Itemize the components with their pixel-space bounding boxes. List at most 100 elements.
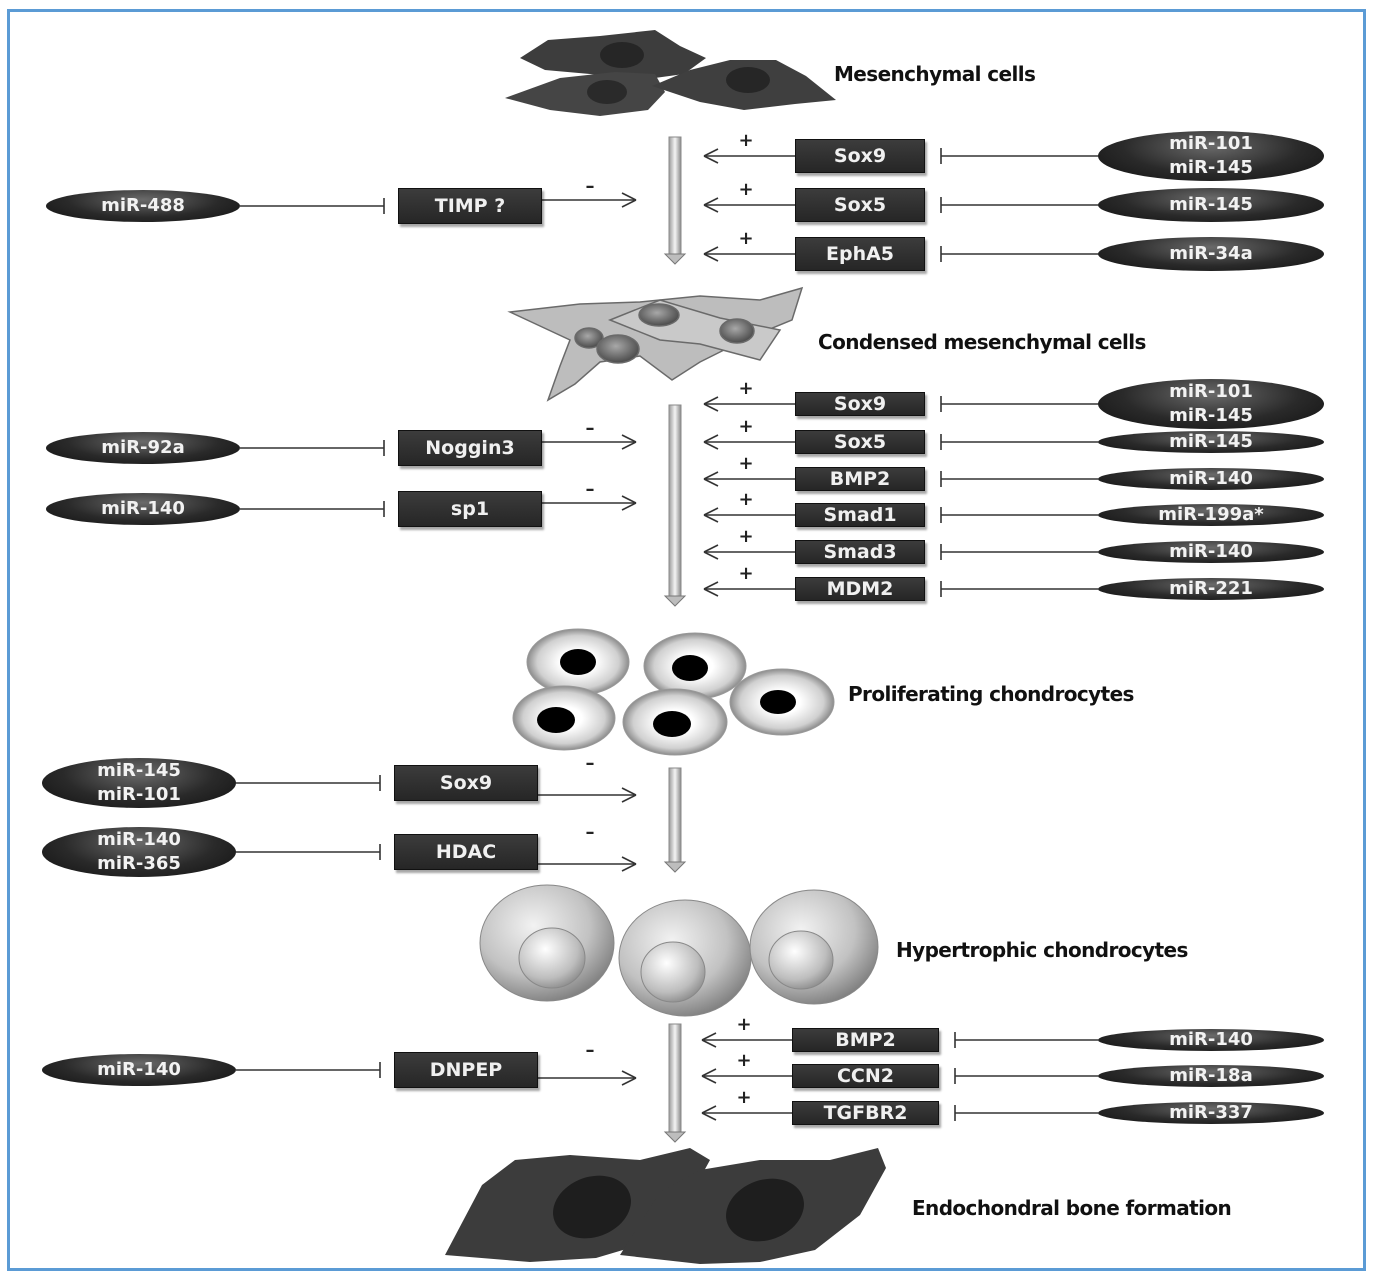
mirna-oval: miR-140	[1098, 468, 1324, 490]
repression-arrow-head	[621, 787, 637, 796]
repression-arrow-head	[621, 1070, 637, 1079]
mirna-oval: miR-199a*	[1098, 504, 1324, 526]
main-arrow-4-head	[663, 1131, 687, 1143]
mirna-oval: miR-92a	[46, 432, 240, 464]
gene-box: Noggin3	[398, 430, 542, 466]
gene-box: Sox5	[795, 430, 925, 454]
gene-box: TIMP ?	[398, 188, 542, 224]
mirna-oval: miR-221	[1098, 578, 1324, 600]
activation-arrow-head	[701, 1039, 717, 1048]
gene-box: Sox9	[795, 392, 925, 416]
stage-label-condensed: Condensed mesenchymal cells	[818, 330, 1146, 354]
mirna-label: miR-140	[1169, 1029, 1253, 1050]
mirna-label: miR-140	[1169, 468, 1253, 489]
mirna-label: miR-145	[97, 760, 181, 781]
plus-sign: +	[736, 1087, 752, 1108]
activation-arrow-head	[703, 581, 719, 590]
activation-arrow-head	[703, 403, 719, 412]
gene-box: Smad3	[795, 540, 925, 564]
proliferating-cells-illustration	[512, 628, 835, 756]
minus-sign: –	[585, 1040, 595, 1061]
activation-arrow-head	[701, 1105, 717, 1114]
activation-arrow-head	[703, 551, 719, 560]
repression-arrow-head	[621, 863, 637, 872]
stage-label-proliferating: Proliferating chondrocytes	[848, 682, 1134, 706]
activation-arrow-head	[701, 1112, 717, 1121]
main-arrow-1	[668, 136, 682, 257]
activation-arrow-head	[703, 197, 719, 206]
plus-sign: +	[736, 1014, 752, 1035]
plus-sign: +	[738, 416, 754, 437]
main-arrow-2-head	[663, 595, 687, 607]
bone-cells-illustration	[445, 1148, 886, 1264]
mirna-label: miR-337	[1169, 1102, 1253, 1123]
repression-arrow-head	[621, 794, 637, 803]
mirna-label: miR-140	[1169, 541, 1253, 562]
activation-arrow-head	[703, 588, 719, 597]
mirna-oval: miR-145	[1098, 431, 1324, 453]
mirna-oval: miR-488	[46, 190, 240, 222]
gene-box: DNPEP	[394, 1052, 538, 1088]
mirna-label: miR-365	[97, 853, 181, 874]
main-arrow-3	[668, 767, 682, 865]
gene-box: Sox9	[394, 765, 538, 801]
activation-arrow-head	[701, 1068, 717, 1077]
stage-label-hypertrophic: Hypertrophic chondrocytes	[896, 938, 1188, 962]
mirna-label: miR-145	[1169, 157, 1253, 178]
mirna-oval: miR-101 miR-145	[1098, 131, 1324, 181]
mesenchymal-cells-illustration	[505, 30, 836, 116]
minus-sign: –	[585, 418, 595, 439]
repression-arrow-head	[621, 856, 637, 865]
plus-sign: +	[738, 228, 754, 249]
activation-arrow-head	[703, 441, 719, 450]
mirna-label: miR-145	[1169, 194, 1253, 215]
mirna-oval: miR-140	[1098, 541, 1324, 563]
repression-arrow-head	[621, 199, 637, 208]
gene-box: sp1	[398, 491, 542, 527]
activation-arrow-head	[703, 471, 719, 480]
plus-sign: +	[738, 526, 754, 547]
minus-sign: –	[585, 753, 595, 774]
mirna-oval: miR-145 miR-101	[42, 758, 236, 808]
activation-arrow-head	[703, 253, 719, 262]
mirna-label: miR-92a	[101, 437, 185, 458]
mirna-label: miR-140	[101, 498, 185, 519]
mirna-label: miR-101	[1169, 133, 1253, 154]
gene-box: MDM2	[795, 577, 925, 601]
main-arrow-3-head	[663, 861, 687, 873]
mirna-label: miR-140	[97, 1059, 181, 1080]
mirna-label: miR-199a*	[1158, 504, 1264, 525]
plus-sign: +	[738, 563, 754, 584]
connector-lines	[236, 136, 1098, 1143]
mirna-oval: miR-140	[46, 493, 240, 525]
repression-arrow-head	[621, 434, 637, 443]
gene-box: BMP2	[795, 467, 925, 491]
plus-sign: +	[738, 489, 754, 510]
stage-label-bone: Endochondral bone formation	[912, 1196, 1232, 1220]
main-arrow-2	[668, 404, 682, 599]
mirna-label: miR-145	[1169, 431, 1253, 452]
plus-sign: +	[738, 378, 754, 399]
gene-box: Sox9	[795, 139, 925, 173]
gene-box: BMP2	[792, 1028, 939, 1052]
activation-arrow-head	[703, 396, 719, 405]
condensed-cells-illustration	[507, 286, 804, 402]
repression-arrow-head	[621, 495, 637, 504]
plus-sign: +	[736, 1050, 752, 1071]
mirna-label: miR-488	[101, 195, 185, 216]
mirna-label: miR-145	[1169, 405, 1253, 426]
activation-arrow-head	[703, 155, 719, 164]
plus-sign: +	[738, 130, 754, 151]
mirna-label: miR-101	[97, 784, 181, 805]
activation-arrow-head	[703, 204, 719, 213]
activation-arrow-head	[703, 478, 719, 487]
minus-sign: –	[585, 176, 595, 197]
plus-sign: +	[738, 453, 754, 474]
repression-arrow-head	[621, 502, 637, 511]
mirna-oval: miR-145	[1098, 188, 1324, 222]
gene-box: TGFBR2	[792, 1101, 939, 1125]
stage-label-mesenchymal: Mesenchymal cells	[834, 62, 1036, 86]
